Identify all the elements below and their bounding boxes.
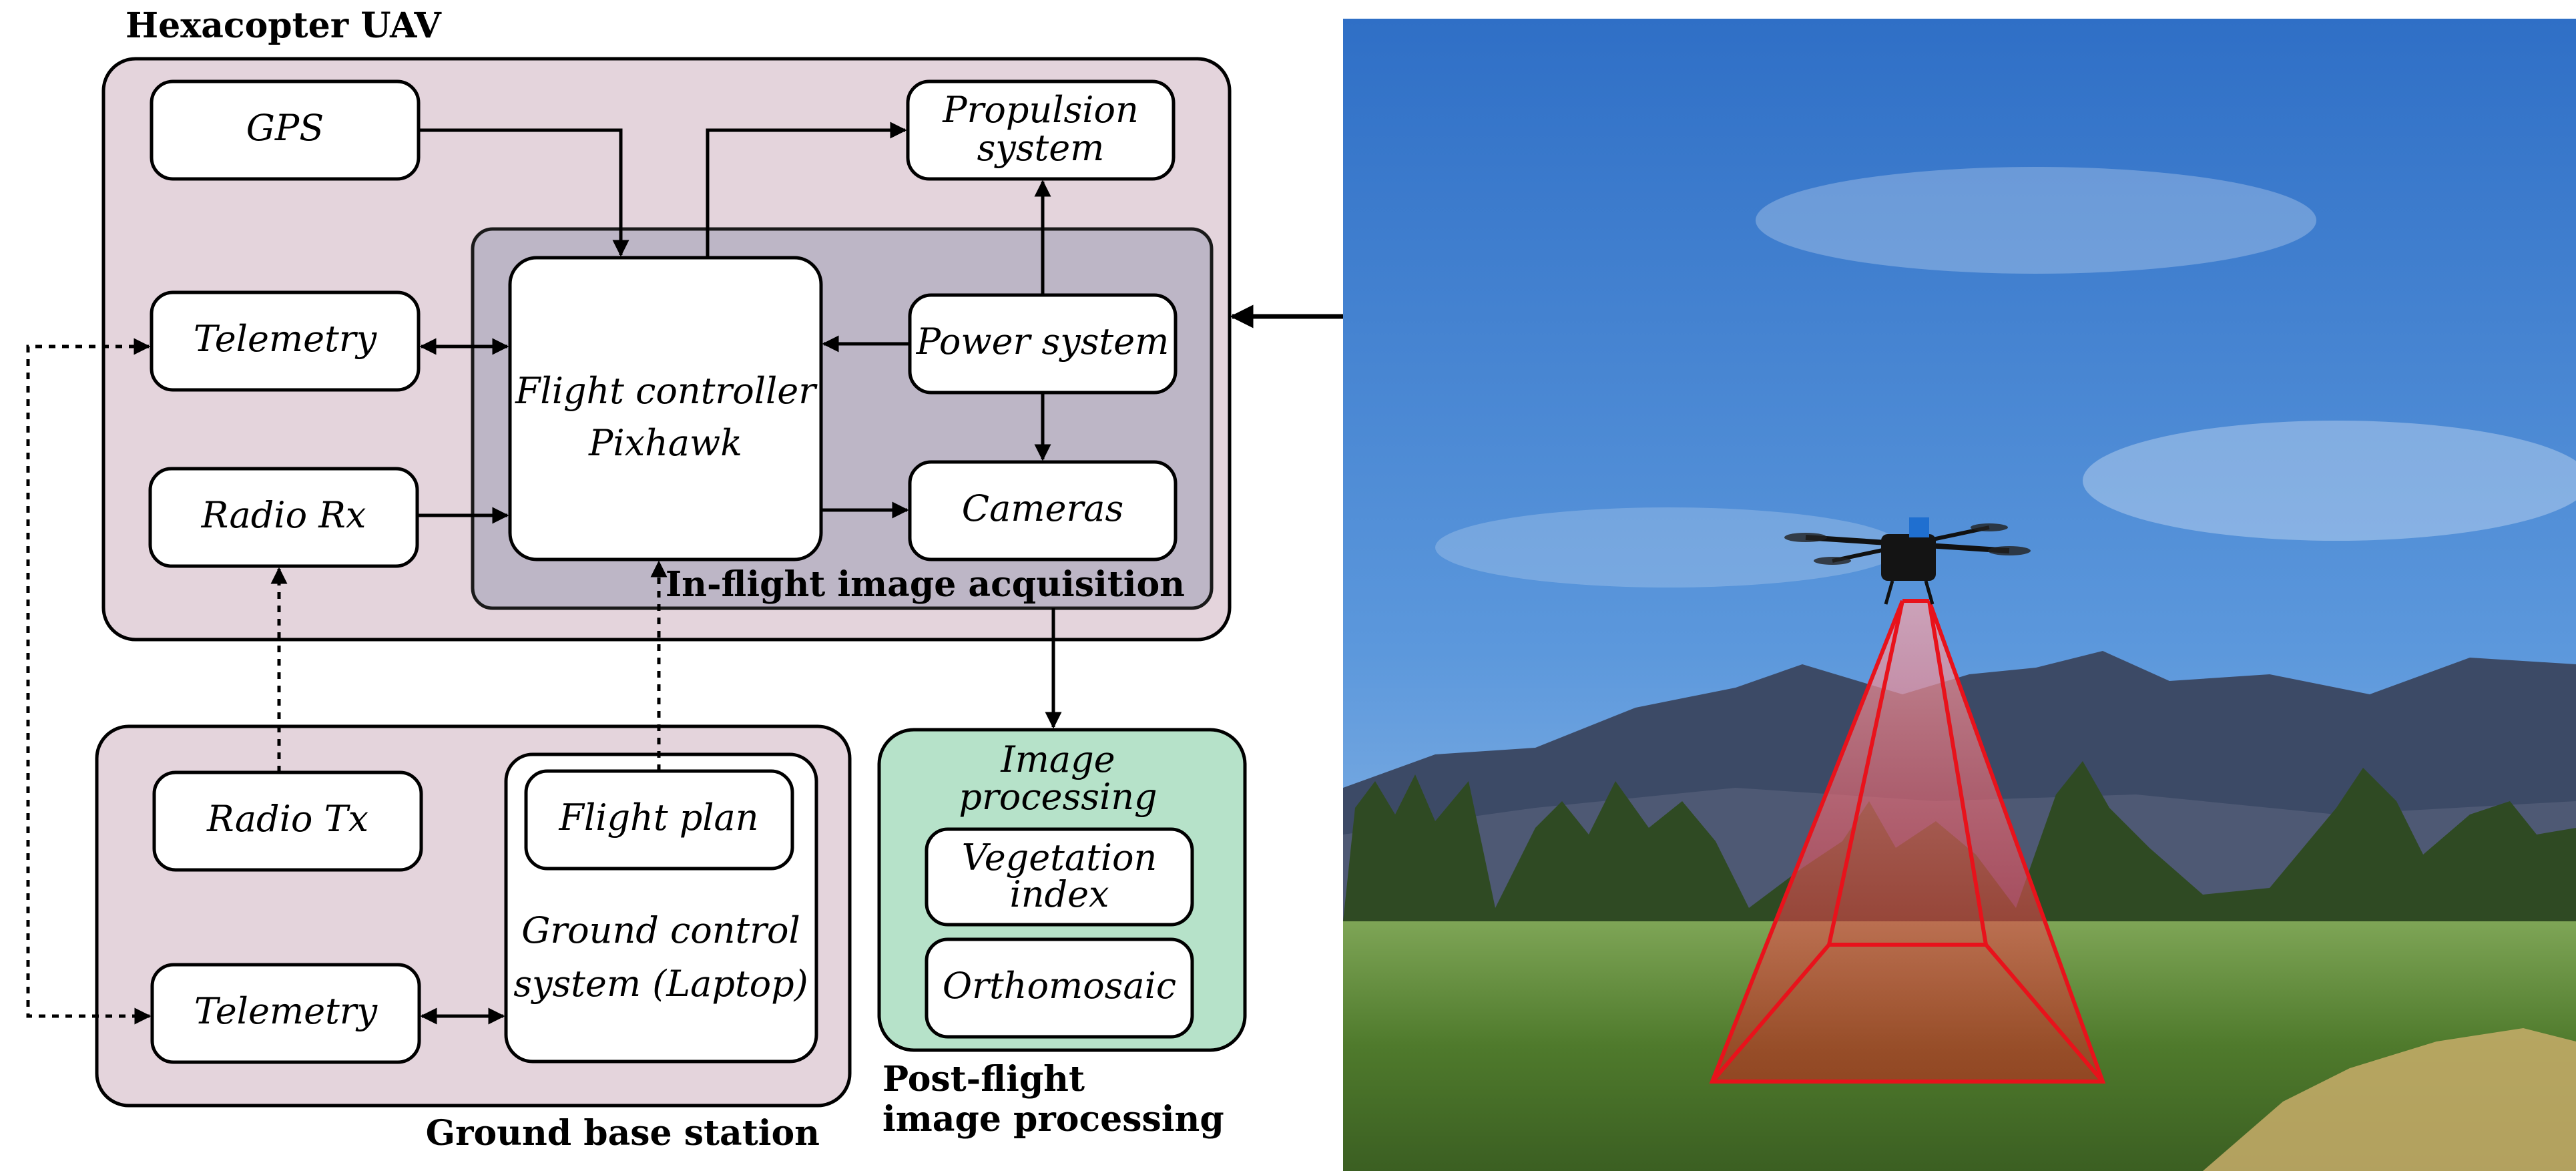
cameras-node <box>908 460 1178 561</box>
arrow-gps-to-controller <box>419 128 629 257</box>
cameras-label: Cameras <box>962 487 1123 529</box>
gcs-label-line2: system (Laptop) <box>513 963 808 1005</box>
radio-tx-node <box>152 770 423 872</box>
arrow-telemetry-link <box>26 338 152 1025</box>
radio-rx-label: Radio Rx <box>201 494 366 536</box>
gps-label: GPS <box>246 107 324 149</box>
uav-group-title: Hexacopter UAV <box>125 5 443 46</box>
propulsion-node <box>906 79 1176 181</box>
post-flight-title-line2: image processing <box>882 1099 1224 1140</box>
power-system-label: Power system <box>916 320 1170 363</box>
vegetation-index-label-line1: Vegetation <box>962 837 1157 879</box>
telemetry-uav-node <box>150 290 421 392</box>
inflight-group-title: In-flight image acquisition <box>666 564 1185 605</box>
ground-group-title: Ground base station <box>426 1113 820 1154</box>
orthomosaic-label: Orthomosaic <box>943 965 1176 1007</box>
vegetation-index-node <box>925 827 1194 927</box>
image-processing-label-line2: processing <box>959 776 1157 818</box>
camera-footprint-edges <box>1709 599 2106 1084</box>
gcs-label-line1: Ground control <box>521 909 800 951</box>
propulsion-label-line1: Propulsion <box>942 89 1139 131</box>
post-flight-title-line1: Post-flight <box>882 1059 1085 1100</box>
image-processing-label-line1: Image <box>1000 738 1115 780</box>
camera-footprint <box>1712 601 2103 1082</box>
propulsion-label-line2: system <box>977 127 1105 169</box>
vegetation-index-label-line2: index <box>1009 873 1109 915</box>
telemetry-ground-label: Telemetry <box>194 990 378 1032</box>
telemetry-ground-node <box>150 963 421 1064</box>
hexacopter-drone <box>1784 517 2031 605</box>
telemetry-uav-label: Telemetry <box>194 318 378 360</box>
flight-controller-label-line1: Flight controller <box>515 370 818 412</box>
cloud <box>1435 507 1902 588</box>
dry-grass <box>2203 1028 2576 1171</box>
arrow-controller-to-propulsion <box>706 122 907 258</box>
block-diagram: Hexacopter UAV In-flight image acquisiti… <box>26 5 1343 1154</box>
flight-plan-label: Flight plan <box>558 796 758 839</box>
cloud <box>2083 421 2576 541</box>
flight-controller-label-line2: Pixhawk <box>588 422 742 464</box>
radio-tx-label: Radio Tx <box>206 798 368 840</box>
field-photo <box>1343 19 2576 1171</box>
orthomosaic-node <box>925 937 1194 1039</box>
cloud <box>1756 167 2316 274</box>
flight-controller-node <box>508 256 823 561</box>
